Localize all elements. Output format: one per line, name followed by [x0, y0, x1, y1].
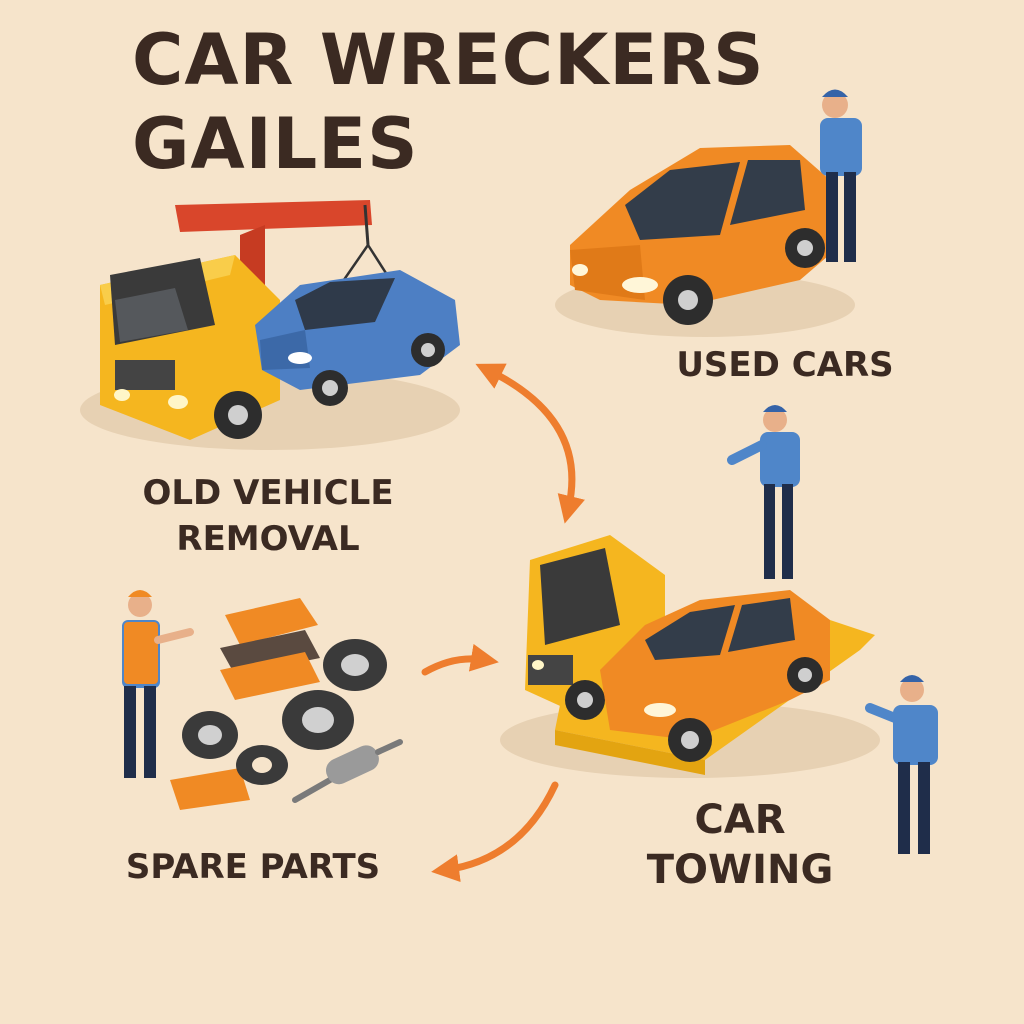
tire-icon [182, 639, 387, 785]
label-old-vehicle-line-2: REMOVAL [176, 519, 360, 559]
tow-truck-icon [80, 200, 460, 450]
arrow-spare-to-towing [421, 643, 499, 676]
page-title: CAR WRECKERS GAILES [132, 18, 765, 186]
worker-icon [820, 89, 862, 262]
label-car-towing-line-1: CAR [694, 797, 786, 843]
label-spare-parts: SPARE PARTS [125, 847, 381, 887]
title-line-2: GAILES [132, 103, 419, 185]
label-old-vehicle-line-1: OLD VEHICLE [142, 473, 394, 513]
exhaust-pipe-icon [292, 739, 403, 803]
label-used-cars: USED CARS [676, 345, 894, 385]
flatbed-truck-icon [500, 535, 880, 778]
label-car-towing-line-2: TOWING [646, 847, 834, 893]
worker-icon [865, 675, 938, 854]
worker-icon [122, 590, 194, 778]
arrow-removal-towing [475, 363, 585, 524]
orange-car-icon [555, 145, 855, 337]
arrow-towing-to-spare [431, 781, 559, 883]
worker-icon [727, 405, 800, 579]
title-line-1: CAR WRECKERS [132, 19, 765, 101]
label-old-vehicle-removal: OLD VEHICLE REMOVAL [118, 470, 418, 562]
label-car-towing: CAR TOWING [620, 795, 860, 895]
spare-parts-pile [170, 598, 320, 810]
